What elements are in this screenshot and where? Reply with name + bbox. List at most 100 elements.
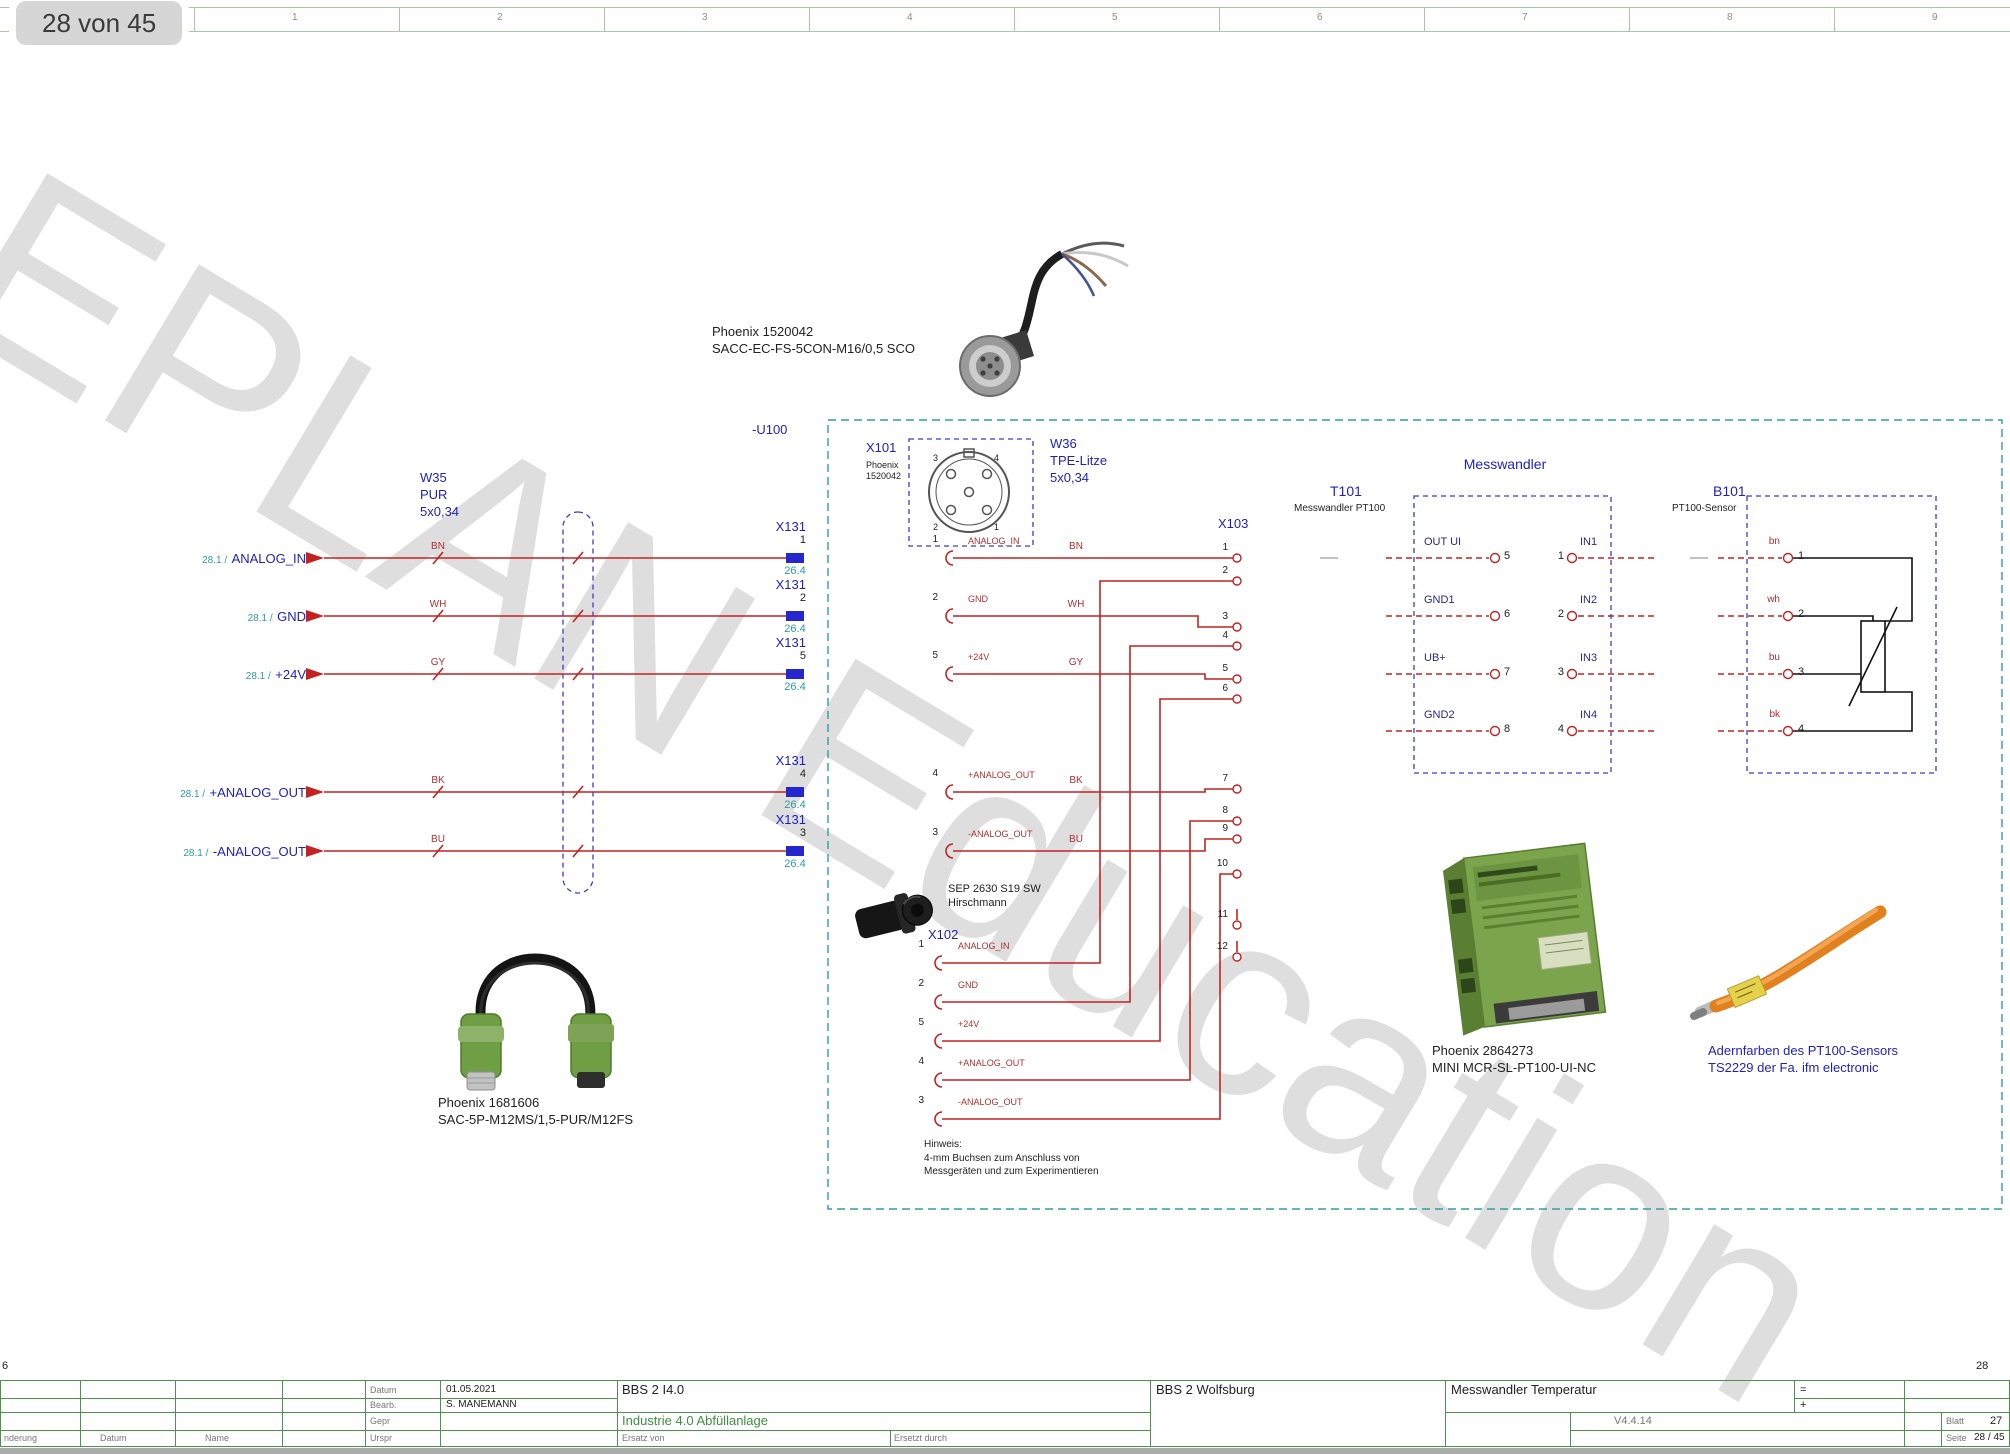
ruler-tick bbox=[194, 8, 195, 31]
tb-ersetzt-label: Ersetzt durch bbox=[894, 1433, 948, 1443]
t101-pin-name: GND1 bbox=[1424, 594, 1455, 606]
caption-hirschmann: SEP 2630 S19 SW bbox=[948, 883, 1041, 895]
x101-pin: 1 bbox=[932, 534, 938, 545]
tb-org: BBS 2 Wolfsburg bbox=[1156, 1382, 1255, 1397]
ruler-number: 4 bbox=[907, 12, 913, 23]
tb-datum-label: Datum bbox=[370, 1385, 397, 1395]
b101-subtitle: PT100-Sensor bbox=[1672, 503, 1737, 514]
signal-name: +24V bbox=[275, 667, 306, 682]
x101-pin: 3 bbox=[932, 827, 938, 838]
t101-pin-number: 8 bbox=[1504, 723, 1511, 735]
x103-pin: 9 bbox=[1222, 823, 1228, 834]
terminal-pin: 4 bbox=[799, 768, 806, 780]
wire-color-label: BU bbox=[1069, 834, 1083, 845]
t101-pin-name: GND2 bbox=[1424, 709, 1455, 721]
t101-pin-number: 1 bbox=[1557, 550, 1564, 562]
x101-pin-signal: +ANALOG_OUT bbox=[968, 770, 1035, 780]
b101-pin-number: 4 bbox=[1798, 723, 1805, 735]
tb-line bbox=[1445, 1380, 1446, 1447]
ruler-tick bbox=[1424, 8, 1425, 31]
signal-xref: 28.1 / bbox=[183, 848, 209, 859]
ruler-number: 8 bbox=[1727, 12, 1733, 23]
u100-boundary-box bbox=[827, 419, 2003, 1210]
tb-blatt-value: 27 bbox=[1990, 1415, 2003, 1427]
photo-sacc-connector bbox=[959, 241, 1129, 397]
photo-hirschmann-connector bbox=[855, 893, 933, 939]
title-block: Datum 01.05.2021 Bearb. S. MANEMANN Gepr… bbox=[0, 1380, 2010, 1447]
b101-pin-number: 2 bbox=[1798, 608, 1805, 620]
ruler-number: 2 bbox=[497, 12, 503, 23]
signal-xref: 28.1 / bbox=[202, 555, 228, 566]
tb-line bbox=[0, 1380, 2010, 1381]
t101-pin-name: IN4 bbox=[1580, 709, 1598, 721]
x103-pin: 10 bbox=[1216, 858, 1228, 869]
x101-pin-signal: GND bbox=[968, 594, 988, 604]
t101-pin-name: IN1 bbox=[1580, 536, 1598, 548]
tb-line bbox=[890, 1430, 891, 1447]
tb-line bbox=[0, 1412, 1150, 1413]
tb-urspr-label: Urspr bbox=[370, 1433, 392, 1443]
tb-line bbox=[0, 1446, 2010, 1447]
x103-pin: 8 bbox=[1222, 805, 1228, 816]
ruler-tick bbox=[1219, 8, 1220, 31]
t101-pin-number: 2 bbox=[1557, 608, 1564, 620]
x102-pin-signal: +ANALOG_OUT bbox=[958, 1058, 1025, 1068]
x103-label: X103 bbox=[1218, 516, 1249, 531]
t101-subtitle: Messwandler PT100 bbox=[1294, 503, 1386, 514]
corner-number-left: 6 bbox=[2, 1360, 9, 1372]
u100-label: -U100 bbox=[752, 422, 788, 437]
tb-project: BBS 2 I4.0 bbox=[622, 1382, 685, 1397]
caption-sac5p: SAC-5P-M12MS/1,5-PUR/M12FS bbox=[438, 1112, 634, 1127]
caption-pt100: TS2229 der Fa. ifm electronic bbox=[1708, 1060, 1879, 1075]
x102-pin: 3 bbox=[918, 1095, 924, 1106]
tb-name-label: Name bbox=[205, 1433, 230, 1443]
x102-pin: 4 bbox=[918, 1056, 924, 1067]
cable-name: W35 bbox=[420, 470, 447, 485]
t101-pin-name: IN3 bbox=[1580, 652, 1598, 664]
window-bottom-edge bbox=[0, 1448, 2010, 1454]
tb-line bbox=[80, 1380, 81, 1447]
t101-pin-name: OUT UI bbox=[1424, 536, 1462, 548]
signal-label: 28.1 / -ANALOG_OUT bbox=[120, 843, 306, 861]
signal-xref: 28.1 / bbox=[180, 789, 206, 800]
x103-pin-circles bbox=[1232, 553, 1242, 962]
tb-line bbox=[1941, 1412, 1942, 1447]
tb-line bbox=[1904, 1380, 1905, 1447]
x102-pin: 1 bbox=[918, 939, 924, 950]
tb-gepr-label: Gepr bbox=[370, 1416, 391, 1426]
tb-line bbox=[1150, 1380, 1151, 1447]
terminal-name: X131 bbox=[775, 635, 806, 650]
tb-line bbox=[175, 1380, 176, 1447]
tb-bearb-label: Bearb. bbox=[370, 1400, 397, 1410]
t101-pin-number: 5 bbox=[1504, 550, 1511, 562]
terminal-xref: 26.4 bbox=[784, 799, 806, 811]
terminal-xref: 26.4 bbox=[784, 858, 806, 870]
signal-name: -ANALOG_OUT bbox=[212, 844, 306, 859]
x103-pin: 6 bbox=[1222, 683, 1228, 694]
b101-label: B101 bbox=[1713, 483, 1746, 499]
ruler-tick bbox=[1014, 8, 1015, 31]
tb-blatt-label: Blatt bbox=[1946, 1416, 1965, 1426]
terminal-pin: 3 bbox=[799, 827, 806, 839]
tb-bearb-value: S. MANEMANN bbox=[446, 1399, 517, 1410]
cable-name: W36 bbox=[1050, 436, 1077, 451]
x101-pin: 2 bbox=[932, 592, 938, 603]
caption-sac5p: Phoenix 1681606 bbox=[438, 1095, 540, 1110]
x103-pin: 11 bbox=[1217, 909, 1228, 920]
b101-pin-number: 1 bbox=[1798, 550, 1805, 562]
t101-box bbox=[1413, 495, 1612, 774]
tb-eq-symbol: = bbox=[1800, 1384, 1807, 1396]
signal-xref: 28.1 / bbox=[247, 613, 273, 624]
x103-pin: 1 bbox=[1222, 542, 1228, 553]
wire-color-label: GY bbox=[430, 657, 446, 668]
x101-part: Phoenix bbox=[866, 460, 899, 470]
wire-color-label: BN bbox=[1069, 541, 1083, 552]
x101-pin-signal: ANALOG_IN bbox=[968, 536, 1020, 546]
caption-pt100: Adernfarben des PT100-Sensors bbox=[1708, 1043, 1899, 1058]
ruler-number: 3 bbox=[702, 12, 708, 23]
terminal-pin: 5 bbox=[799, 650, 806, 662]
x103-pin: 5 bbox=[1222, 663, 1228, 674]
ruler-number: 1 bbox=[292, 12, 298, 23]
signal-xref: 28.1 / bbox=[245, 671, 271, 682]
